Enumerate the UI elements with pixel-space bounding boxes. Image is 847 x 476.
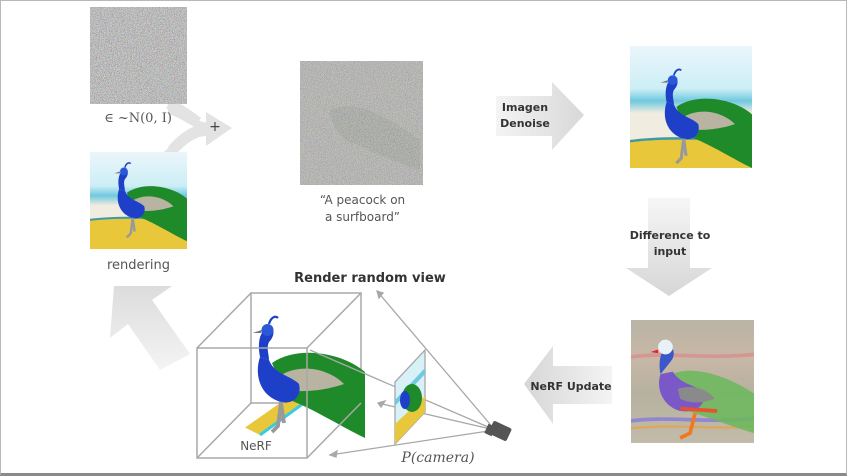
prompt-label-line2: a surfboard”: [324, 210, 401, 224]
nerf-update-arrow: [524, 346, 612, 424]
noisy-rendering-image: [300, 61, 423, 185]
denoise-arrow-label-line1: Imagen: [501, 101, 549, 114]
denoised-image: [630, 46, 752, 168]
image-plane: [394, 348, 426, 446]
rendering-label: rendering: [107, 258, 170, 273]
noise-image: [90, 7, 187, 104]
noise-distribution-label: ∈ ~N(0, I): [104, 111, 172, 126]
denoise-arrow-label: Imagen Denoise: [493, 100, 557, 132]
camera-icon: [484, 421, 512, 441]
prompt-label-line1: “A peacock on: [319, 193, 406, 207]
difference-arrow-label-line1: Difference to: [629, 229, 711, 242]
nerf-update-label: NeRF Update: [530, 380, 612, 393]
denoise-arrow: [496, 82, 584, 150]
rendering-image: [90, 152, 187, 249]
plus-sign: +: [209, 119, 221, 135]
nerf-cube: [196, 292, 365, 459]
prompt-label: “A peacock on a surfboard”: [290, 192, 435, 226]
difference-arrow-label: Difference to input: [620, 228, 720, 260]
denoise-arrow-label-line2: Denoise: [500, 117, 550, 130]
render-random-view-label: Render random view: [294, 271, 446, 286]
rendering-feedback-arrow: [110, 286, 190, 370]
difference-image: [631, 320, 754, 443]
camera-pose-label: P(camera): [401, 450, 475, 466]
nerf-box-label: NeRF: [240, 439, 272, 453]
difference-arrow: [626, 198, 712, 296]
difference-arrow-label-line2: input: [653, 245, 687, 258]
